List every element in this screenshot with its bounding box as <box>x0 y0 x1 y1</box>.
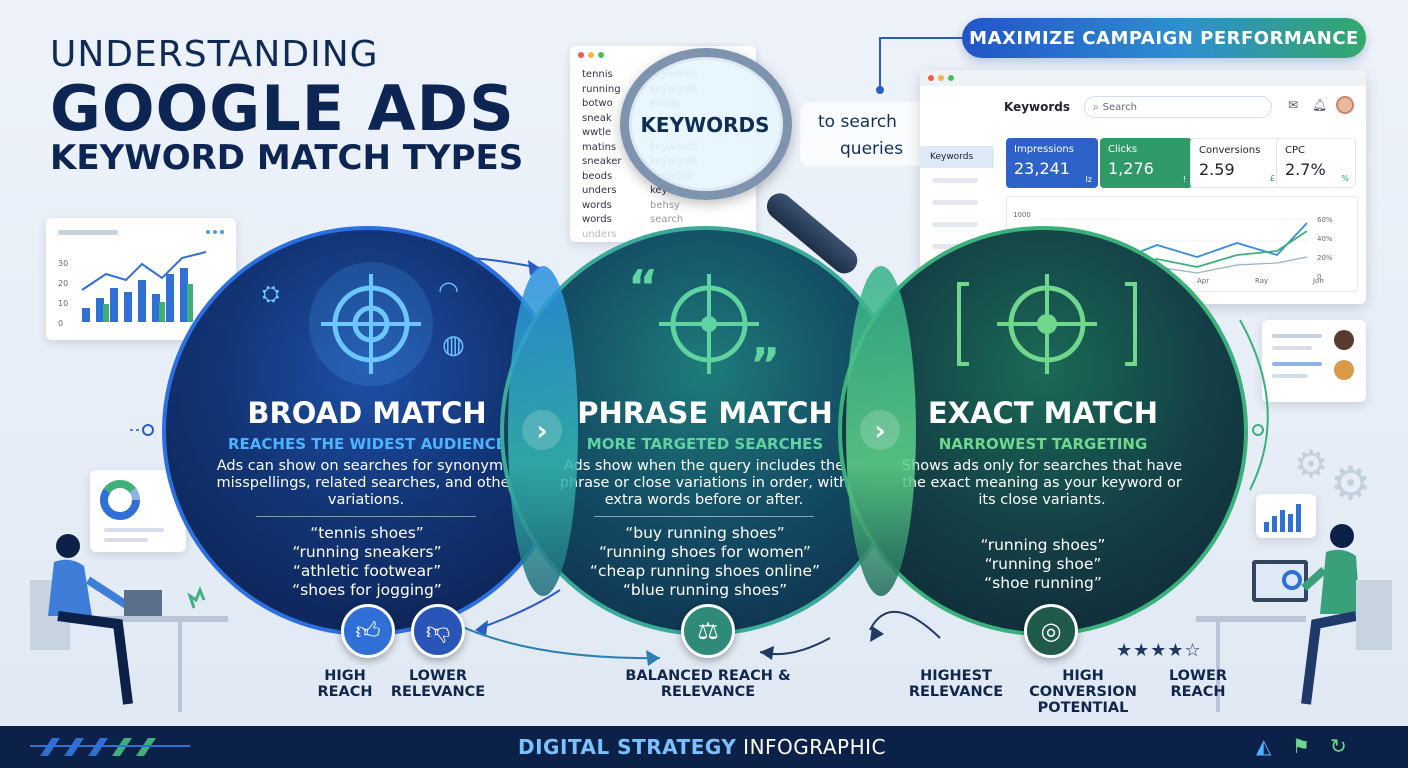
thumbs-up-icon: 👍︎ <box>341 604 395 658</box>
search-text-2: queries <box>840 139 904 159</box>
window-dot-icon <box>938 75 944 81</box>
chevron-right-icon: › <box>860 410 900 450</box>
target-icon <box>659 274 759 374</box>
mini-bar-card <box>1256 494 1316 538</box>
footer-title: DIGITAL STRATEGY INFOGRAPHIC <box>518 735 887 759</box>
network-icon: ⛭ <box>262 282 280 307</box>
search-icon: ⌕ <box>1093 101 1099 113</box>
exact-match-title: EXACT MATCH <box>927 396 1159 430</box>
metric-conversions[interactable]: Conversions 2.59 £ <box>1190 138 1282 188</box>
label-highest-relevance: HIGHEST RELEVANCE <box>908 668 1004 700</box>
broad-match-title: BROAD MATCH <box>247 396 487 430</box>
bell-icon[interactable]: 🔔︎ <box>1312 98 1328 112</box>
target-icon <box>309 262 433 386</box>
runner-icon: ⚑ <box>1292 734 1310 758</box>
chevron-right-icon: › <box>522 410 562 450</box>
label-high-conversion: HIGH CONVERSION POTENTIAL <box>1029 668 1137 716</box>
window-dot-icon <box>588 52 594 58</box>
footer-bar: ◭ ⚑ ↻ <box>0 726 1408 768</box>
chart-x-tick: Jon <box>1313 277 1324 285</box>
phrase-exact-overlap <box>846 266 916 596</box>
person-with-laptop-left <box>30 534 228 712</box>
avatar[interactable] <box>1336 96 1354 114</box>
wifi-icon: ◠ <box>438 276 459 304</box>
target-hit-icon: ◎ <box>1024 604 1078 658</box>
dashboard-titlebar <box>920 70 1366 86</box>
label-lower-relevance: LOWER RELEVANCE <box>390 668 486 700</box>
magnifying-glass-icon <box>620 48 792 200</box>
scales-icon: ⚖ <box>681 604 735 658</box>
title-line-2: GOOGLE ADS <box>50 72 515 145</box>
chart-logo-icon: ◭ <box>1256 734 1272 758</box>
window-dot-icon <box>578 52 584 58</box>
window-dot-icon <box>928 75 934 81</box>
label-high-reach: HIGH REACH <box>317 668 373 700</box>
title-line-3: KEYWORD MATCH TYPES <box>50 138 524 178</box>
exact-match-circle: EXACT MATCH NARROWEST TARGETING Shows ad… <box>838 226 1248 636</box>
label-balanced: BALANCED REACH & RELEVANCE <box>625 668 791 700</box>
phrase-match-subtitle: MORE TARGETED SEARCHES <box>586 435 824 453</box>
exact-match-examples: “running shoes” “running shoe” “shoe run… <box>980 536 1106 592</box>
window-dot-icon <box>948 75 954 81</box>
window-dot-icon <box>598 52 604 58</box>
phrase-match-title: PHRASE MATCH <box>577 396 833 430</box>
thumbs-down-icon: 👎︎ <box>411 604 465 658</box>
dashboard-search-input[interactable]: ⌕ Search <box>1084 96 1272 118</box>
broad-match-description: Ads can show on searches for synonyms, m… <box>216 458 516 508</box>
close-quote-icon: ” <box>750 338 781 392</box>
gear-icon: ⚙ <box>1330 456 1372 510</box>
title-line-1: UNDERSTANDING <box>50 34 379 75</box>
chart-x-tick: Apr <box>1197 277 1210 285</box>
open-quote-icon: “ <box>628 260 659 314</box>
person-at-desk-right <box>1196 524 1392 712</box>
chart-y-left-top: 1000 <box>1013 211 1031 219</box>
exact-match-description: Shows ads only for searches that have th… <box>901 458 1183 508</box>
broad-match-subtitle: REACHES THE WIDEST AUDIENCE <box>228 435 506 453</box>
sidebar-item-keywords[interactable]: Keywords <box>920 146 994 168</box>
globe-icon: ◍ <box>442 330 465 360</box>
metric-clicks[interactable]: Clicks 1,276 ! <box>1100 138 1192 188</box>
broad-match-examples: “tennis shoes” “running sneakers” “athle… <box>292 524 442 599</box>
dashboard-title: Keywords <box>1004 100 1071 114</box>
mail-icon[interactable]: ✉ <box>1288 98 1299 112</box>
target-icon <box>957 274 1137 374</box>
broad-phrase-overlap <box>508 266 578 596</box>
banner-connector <box>876 37 962 94</box>
user-list-card <box>1262 320 1366 402</box>
rating-stars-icon: ★★★★☆ <box>1116 640 1202 661</box>
chart-x-tick: Ray <box>1255 277 1269 285</box>
gear-icon: ⚙ <box>1294 442 1329 486</box>
phrase-match-examples: “buy running shoes” “running shoes for w… <box>589 524 821 599</box>
search-placeholder: Search <box>1102 101 1137 113</box>
search-text-1: to search <box>818 112 897 132</box>
metric-cpc[interactable]: CPC 2.7% % <box>1276 138 1356 188</box>
refresh-icon: ↻ <box>1330 734 1347 758</box>
metric-impressions[interactable]: Impressions 23,241 Iz <box>1006 138 1098 188</box>
campaign-performance-banner: MAXIMIZE CAMPAIGN PERFORMANCE <box>962 18 1366 58</box>
phrase-match-description: Ads show when the query includes the phr… <box>559 458 849 508</box>
lens-keywords-label: KEYWORDS <box>640 113 770 137</box>
label-lower-reach: LOWER REACH <box>1168 668 1228 700</box>
exact-match-subtitle: NARROWEST TARGETING <box>938 435 1148 453</box>
chart-y-right-ticks: 60% 40% 20% 0 <box>1317 216 1333 281</box>
